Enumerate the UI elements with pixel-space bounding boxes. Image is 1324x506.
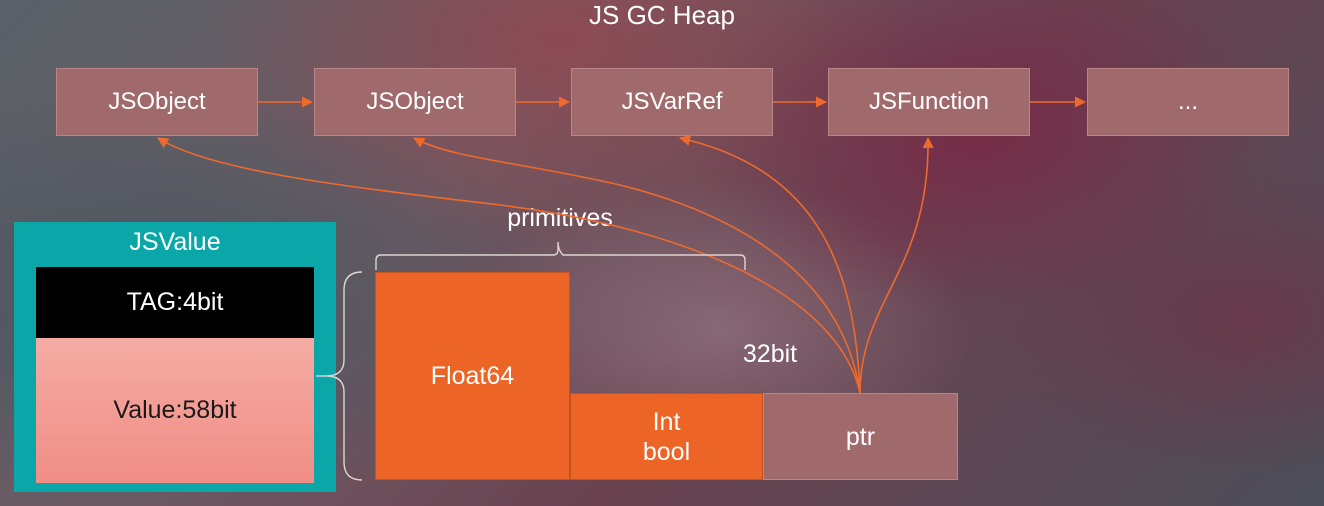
heap-title: JS GC Heap bbox=[589, 0, 735, 30]
ptr-arrow-jsfunction bbox=[859, 136, 934, 394]
ptr-arrow-jsvarref bbox=[678, 134, 861, 394]
heap-node-more[interactable]: ... bbox=[1087, 68, 1289, 136]
heap-node-jsobject-2[interactable]: JSObject bbox=[314, 68, 516, 136]
jsvalue-title: JSValue bbox=[129, 228, 221, 256]
heap-node-jsfunction[interactable]: JSFunction bbox=[828, 68, 1030, 136]
int-label: Int bbox=[652, 407, 681, 436]
jsvalue-brace bbox=[325, 271, 363, 481]
tag-field[interactable]: TAG:4bit bbox=[36, 267, 314, 338]
heap-node-jsvarref[interactable]: JSVarRef bbox=[571, 68, 773, 136]
value-field[interactable]: Value:58bit bbox=[36, 338, 314, 483]
heap-node-jsobject-1[interactable]: JSObject bbox=[56, 68, 258, 136]
ptr-arrow-jsobject-1 bbox=[157, 137, 861, 394]
float64-block[interactable]: Float64 bbox=[375, 272, 570, 480]
primitives-brace bbox=[375, 241, 746, 270]
ptr-arrow-jsobject-2 bbox=[413, 137, 861, 394]
ptr-block[interactable]: ptr bbox=[763, 393, 958, 480]
bool-label: bool bbox=[642, 437, 691, 466]
bit-width-label: 32bit bbox=[742, 340, 798, 368]
int-bool-block[interactable]: Int bool bbox=[570, 393, 763, 480]
